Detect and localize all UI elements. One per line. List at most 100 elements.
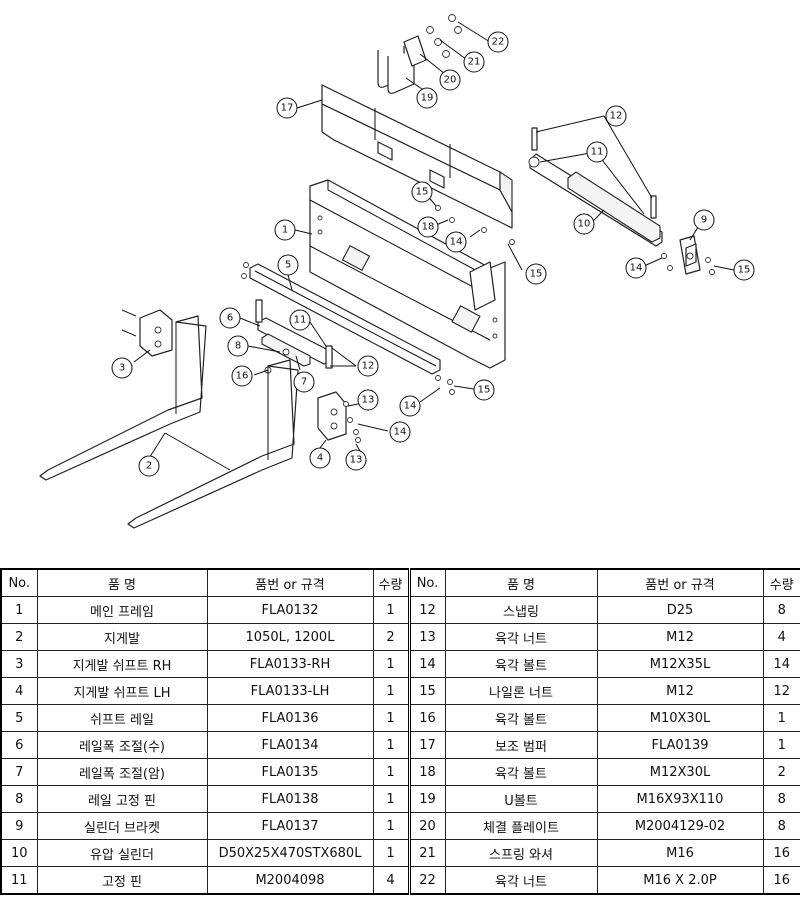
cell-no: 11 [0,866,38,895]
part-main-frame [309,179,506,369]
balloon-13-b: 13 [345,449,367,471]
cell-name: 쉬프트 레일 [36,704,208,732]
cell-qty: 1 [372,812,410,840]
balloon-14-b: 14 [625,257,647,279]
balloon-12-a: 12 [605,105,627,127]
header-qty: 수량 [372,568,410,597]
cell-name: 실린더 브라켓 [36,812,208,840]
balloon-13-a: 13 [357,389,379,411]
cell-no: 15 [407,677,446,705]
balloon-15-a: 15 [411,181,433,203]
cell-no: 21 [407,839,446,867]
svg-text:4: 4 [317,453,323,464]
balloon-10: 10 [573,213,595,235]
svg-text:17: 17 [281,103,294,114]
svg-text:16: 16 [236,371,249,382]
balloon-11-b: 11 [289,309,311,331]
svg-text:14: 14 [404,401,417,412]
cell-no: 22 [407,866,446,895]
cell-qty: 1 [762,731,800,759]
header-qty: 수량 [762,568,800,597]
balloon-6: 6 [219,307,241,329]
cell-no: 3 [0,650,38,678]
cell-no: 12 [407,596,446,624]
cell-qty: 4 [762,623,800,651]
cell-qty: 1 [372,596,410,624]
cell-qty: 2 [372,623,410,651]
svg-text:15: 15 [738,265,751,276]
svg-text:13: 13 [362,395,375,406]
balloon-9: 9 [693,209,715,231]
svg-text:12: 12 [610,111,623,122]
svg-text:3: 3 [119,363,125,374]
balloon-15-c: 15 [733,259,755,281]
cell-name: 레일폭 조절(수) [36,731,208,759]
cell-spec: M2004129-02 [596,812,764,840]
cell-name: 보조 범퍼 [444,731,598,759]
cell-name: 레일 고정 핀 [36,785,208,813]
svg-text:6: 6 [227,313,233,324]
cell-spec: M16 X 2.0P [596,866,764,895]
balloon-20: 20 [439,69,461,91]
cell-qty: 1 [762,704,800,732]
cell-qty: 8 [762,785,800,813]
cell-name: 지게발 [36,623,208,651]
balloon-14-a: 14 [445,231,467,253]
cell-qty: 4 [372,866,410,895]
svg-text:19: 19 [421,93,434,104]
balloon-22: 22 [487,31,509,53]
balloon-3: 3 [111,357,133,379]
cell-no: 1 [0,596,38,624]
svg-text:20: 20 [444,75,457,86]
cell-no: 4 [0,677,38,705]
svg-text:15: 15 [530,269,543,280]
cell-no: 5 [0,704,38,732]
svg-text:14: 14 [630,263,643,274]
svg-text:9: 9 [701,215,707,226]
part-shift-rail [241,262,441,381]
cell-no: 14 [407,650,446,678]
balloon-7: 7 [293,371,315,393]
svg-text:1: 1 [282,225,288,236]
cell-spec: FLA0136 [206,704,374,732]
cell-spec: FLA0137 [206,812,374,840]
balloon-21: 21 [463,51,485,73]
cell-no: 7 [0,758,38,786]
part-hydraulic-cylinder [528,127,663,247]
cell-spec: M12X35L [596,650,764,678]
cell-spec: M10X30L [596,704,764,732]
cell-name: 고정 핀 [36,866,208,895]
cell-no: 18 [407,758,446,786]
cell-name: 체결 플레이트 [444,812,598,840]
cell-name: 나일론 너트 [444,677,598,705]
cell-spec: M16X93X110 [596,785,764,813]
balloon-15-b: 15 [525,263,547,285]
cell-no: 2 [0,623,38,651]
parts-list-table: No. 품 명 품번 or 규격 수량 No. 품 명 품번 or 규격 수량 … [0,568,800,895]
cell-no: 19 [407,785,446,813]
balloon-4: 4 [309,447,331,469]
part-rail-width-adjusters [255,299,333,374]
balloon-14-c: 14 [399,395,421,417]
cell-name: 레일폭 조절(암) [36,758,208,786]
header-spec: 품번 or 규격 [206,568,374,597]
header-no: No. [407,568,446,597]
cell-spec: M2004098 [206,866,374,895]
svg-text:14: 14 [394,427,407,438]
cell-spec: M16 [596,839,764,867]
cell-spec: M12 [596,677,764,705]
part-small-hardware [343,205,715,443]
cell-spec: FLA0133-RH [206,650,374,678]
cell-qty: 1 [372,839,410,867]
cell-spec: FLA0135 [206,758,374,786]
header-name: 품 명 [444,568,598,597]
balloon-15-d: 15 [473,379,495,401]
cell-spec: FLA0138 [206,785,374,813]
svg-text:18: 18 [422,222,435,233]
cell-no: 13 [407,623,446,651]
